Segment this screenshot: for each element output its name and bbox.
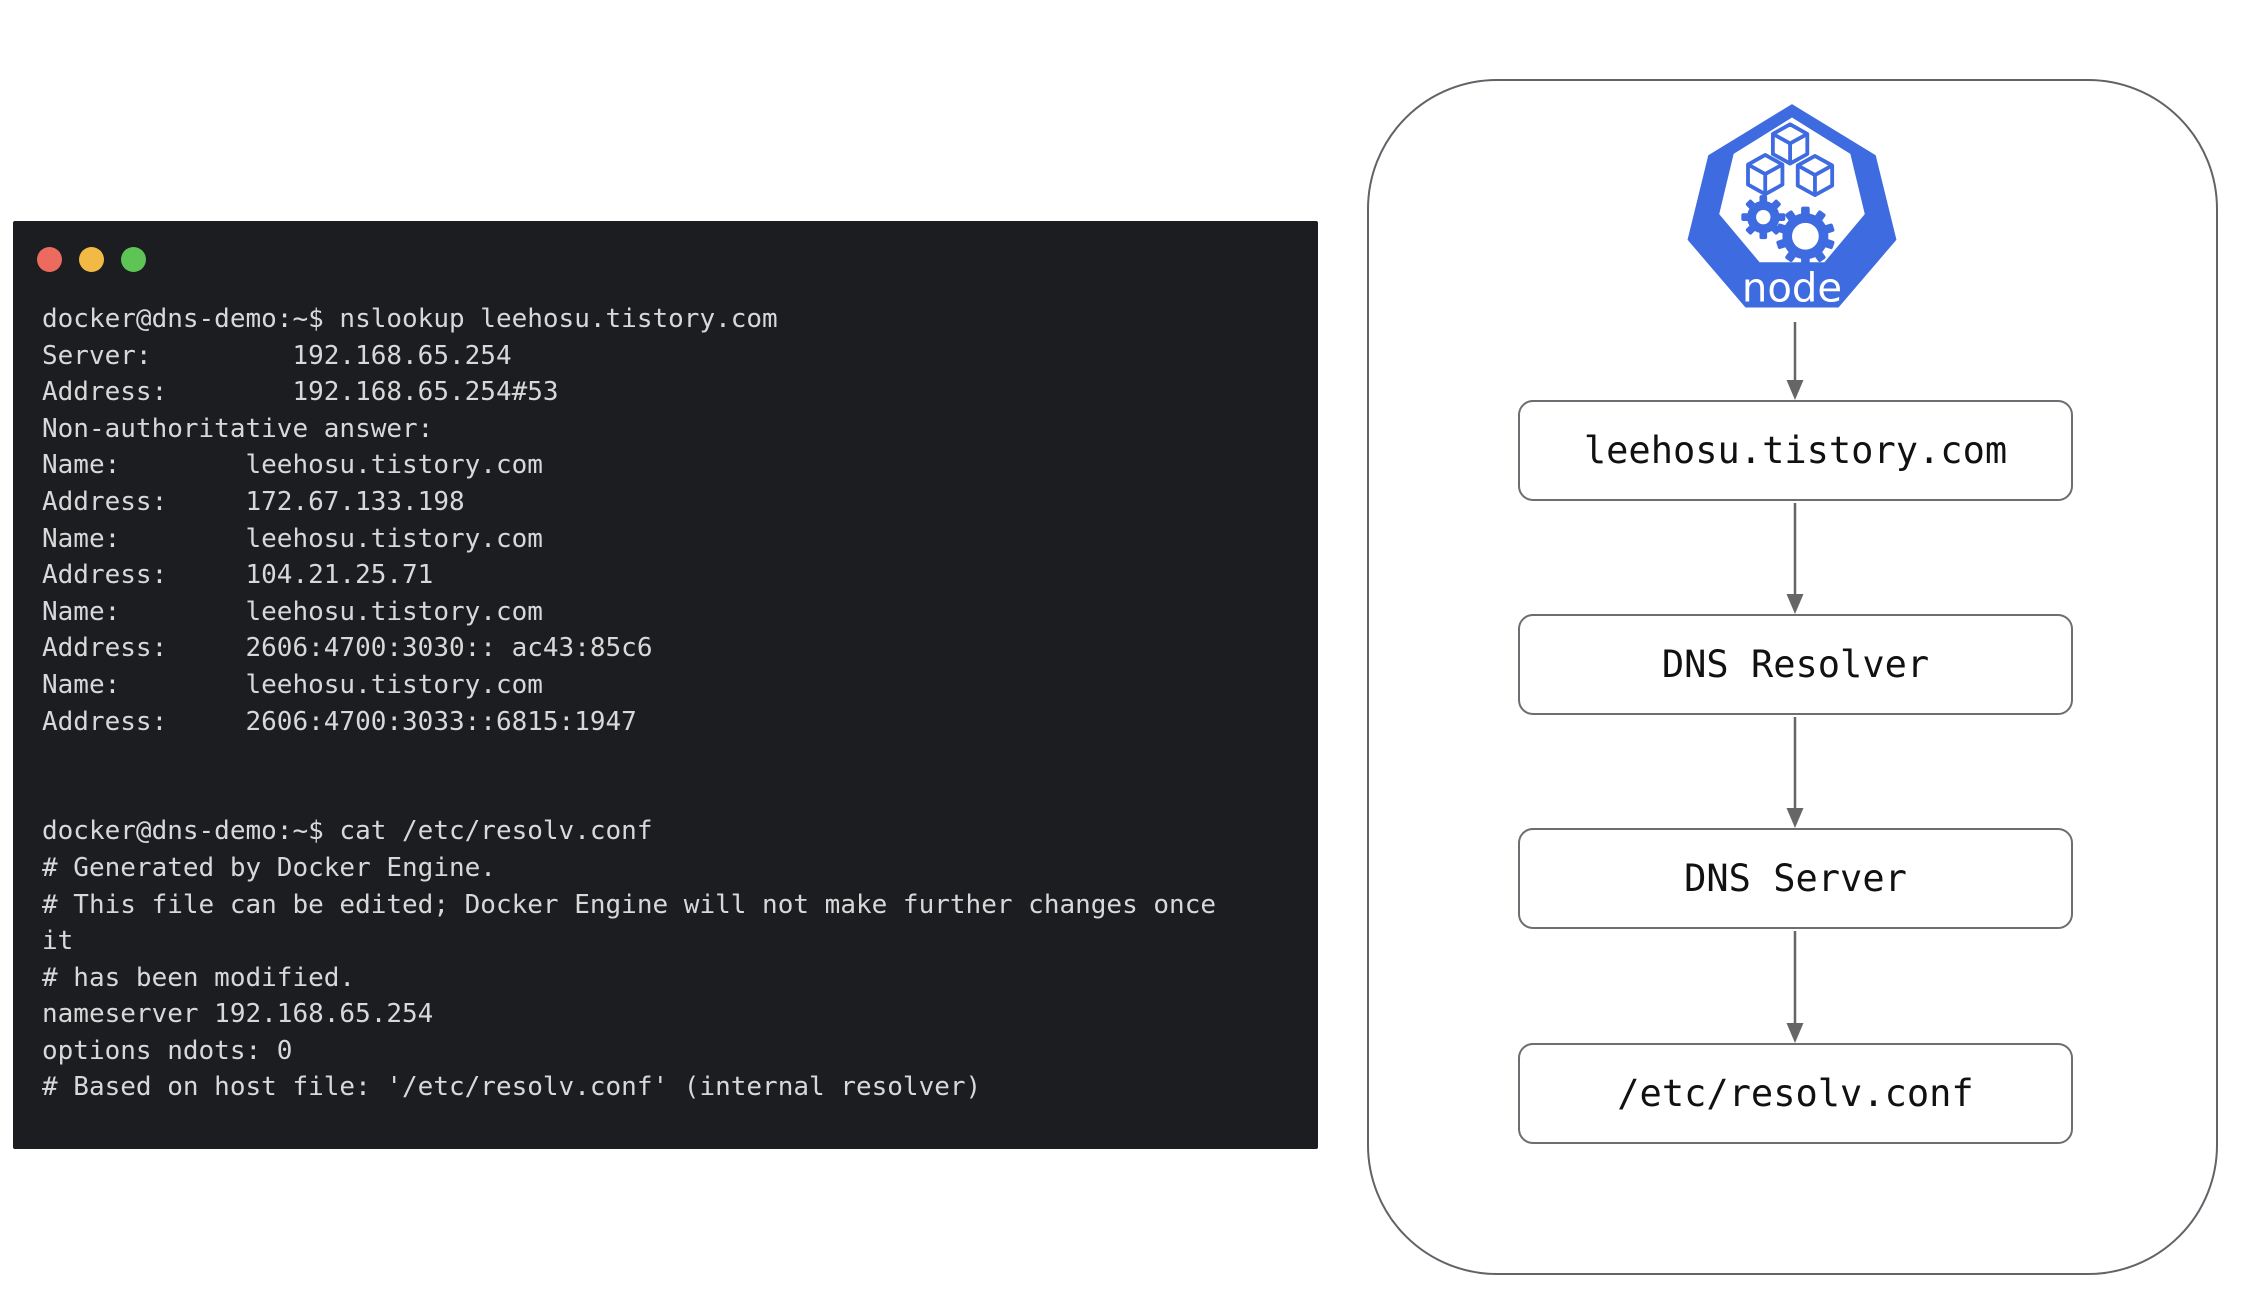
- flow-box-dns-server: DNS Server: [1518, 828, 2073, 929]
- cube-icon: [1770, 122, 1810, 166]
- close-button[interactable]: [37, 247, 62, 272]
- arrow-domain-to-resolver: [1786, 503, 1804, 614]
- arrow-resolver-to-server: [1786, 717, 1804, 828]
- flow-box-label: /etc/resolv.conf: [1617, 1072, 1974, 1115]
- minimize-button[interactable]: [79, 247, 104, 272]
- cube-icon: [1795, 153, 1835, 198]
- arrow-server-to-resolvconf: [1786, 931, 1804, 1043]
- terminal-window: docker@dns-demo:~$ nslookup leehosu.tist…: [13, 221, 1318, 1149]
- terminal-output[interactable]: docker@dns-demo:~$ nslookup leehosu.tist…: [42, 304, 1216, 1103]
- flow-box-label: DNS Resolver: [1661, 643, 1930, 686]
- window-controls: [37, 247, 146, 272]
- flow-box-label: leehosu.tistory.com: [1583, 429, 2008, 472]
- flow-box-domain: leehosu.tistory.com: [1518, 400, 2073, 501]
- flow-box-resolv-conf: /etc/resolv.conf: [1518, 1043, 2073, 1144]
- arrow-node-to-domain: [1786, 322, 1804, 400]
- zoom-button[interactable]: [121, 247, 146, 272]
- kubernetes-node-icon: node: [1687, 104, 1897, 311]
- flow-box-label: DNS Server: [1684, 857, 1907, 900]
- cube-icon: [1746, 153, 1785, 197]
- flow-box-dns-resolver: DNS Resolver: [1518, 614, 2073, 715]
- node-label: node: [1742, 265, 1842, 311]
- gear-icon: [1741, 195, 1786, 240]
